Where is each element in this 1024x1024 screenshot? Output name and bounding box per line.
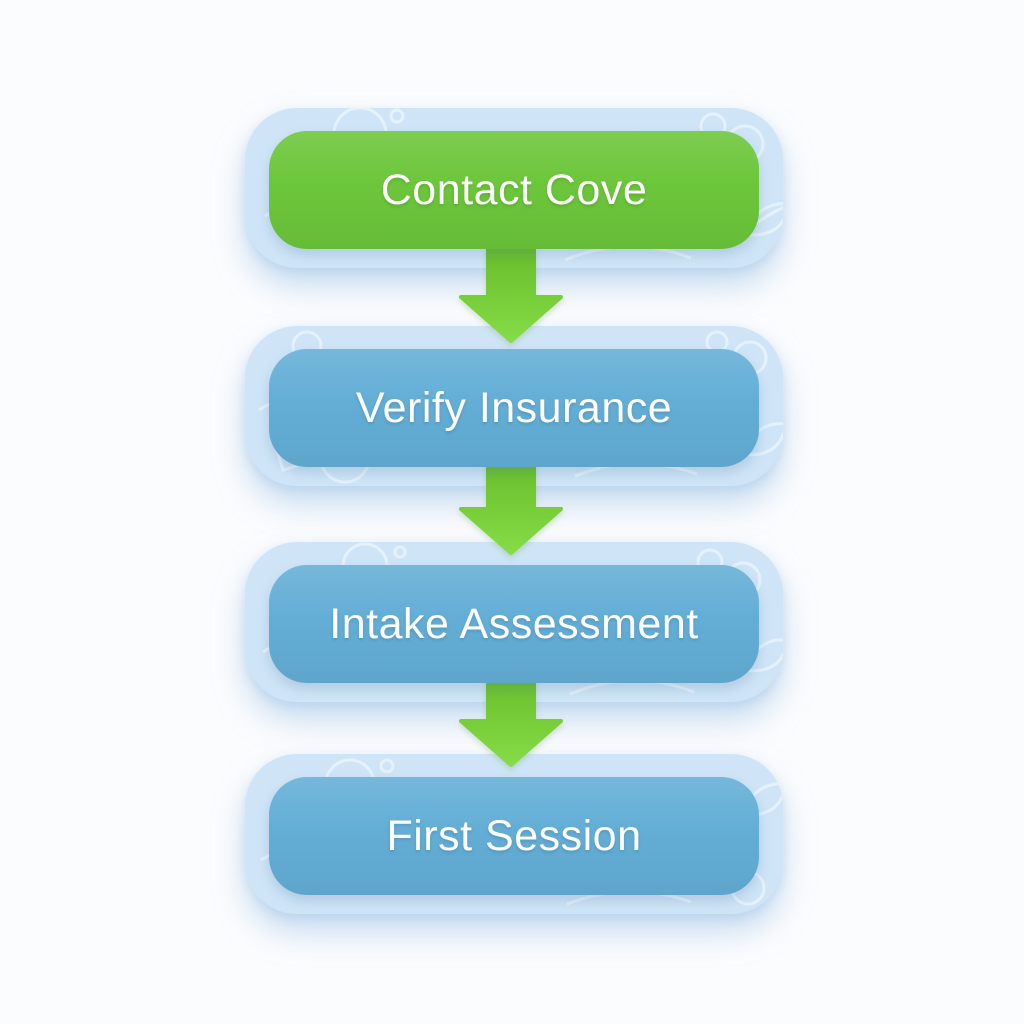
step-node-intake-assessment: Intake Assessment bbox=[269, 565, 759, 683]
step-label: Intake Assessment bbox=[329, 599, 699, 648]
step-node-contact-cove: Contact Cove bbox=[269, 131, 759, 249]
step-label: Contact Cove bbox=[380, 165, 648, 214]
step-label: Verify Insurance bbox=[355, 383, 673, 432]
step-node-verify-insurance: Verify Insurance bbox=[269, 349, 759, 467]
step-node-first-session: First Session bbox=[269, 777, 759, 895]
step-label: First Session bbox=[386, 811, 642, 860]
down-arrow-icon bbox=[459, 459, 563, 555]
down-arrow-icon bbox=[459, 247, 563, 343]
down-arrow-icon bbox=[459, 671, 563, 767]
